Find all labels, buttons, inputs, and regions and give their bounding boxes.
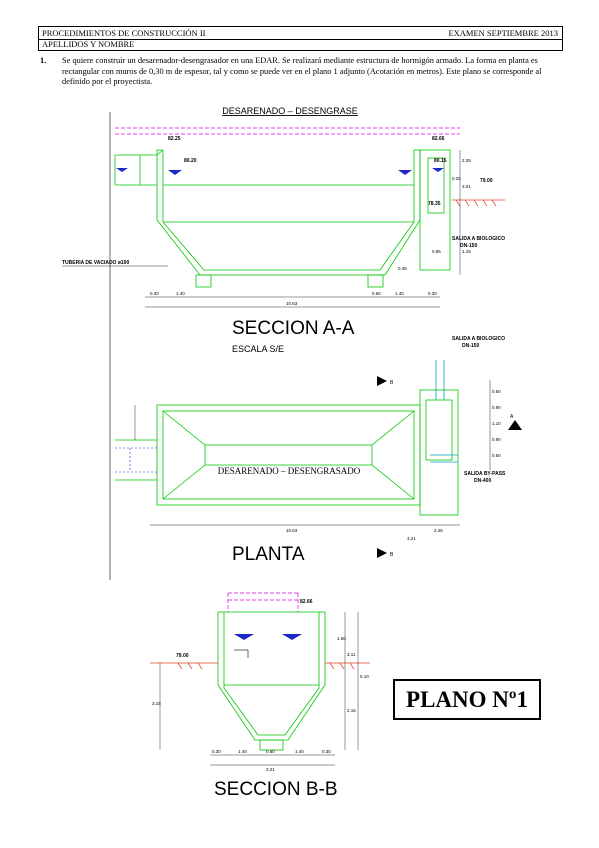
section-bb-levels: 82.66 79.00 <box>176 599 313 659</box>
svg-text:79.00: 79.00 <box>480 178 493 184</box>
svg-text:DN-150: DN-150 <box>462 343 479 349</box>
planta-inlet-channel <box>115 447 157 473</box>
section-bb-structure <box>217 611 326 751</box>
section-bb-water-symbols <box>234 634 302 640</box>
svg-text:0.30: 0.30 <box>212 749 221 754</box>
section-bb-title: SECCION B-B <box>214 779 338 800</box>
svg-text:0.30: 0.30 <box>322 749 331 754</box>
section-aa-magenta-top <box>115 127 460 135</box>
plano-label: PLANO Nº1 <box>393 679 541 720</box>
svg-text:A: A <box>510 414 514 420</box>
svg-text:2.25: 2.25 <box>462 158 471 163</box>
planta-dim-labels: 10.63 2.25 0.60 0.90 1.10 0.90 0.60 3.21 <box>286 389 501 541</box>
planta-structure <box>115 389 459 516</box>
svg-text:79.00: 79.00 <box>176 653 189 659</box>
svg-text:0.90: 0.90 <box>492 437 501 442</box>
svg-text:0.60: 0.60 <box>492 389 501 394</box>
exam-title: EXAMEN SEPTIEMBRE 2013 <box>448 28 558 38</box>
question-text: Se quiere construir un desarenador-desen… <box>62 56 542 86</box>
svg-text:1.60: 1.60 <box>337 636 346 641</box>
svg-text:3.11: 3.11 <box>347 652 356 657</box>
section-aa-ground-hatch <box>452 199 505 207</box>
svg-text:SALIDA BY-PASS: SALIDA BY-PASS <box>464 471 506 477</box>
svg-text:1.40: 1.40 <box>176 291 185 296</box>
svg-text:82.25: 82.25 <box>168 136 181 142</box>
header-row-name: APELLIDOS Y NOMBRE <box>38 38 563 51</box>
section-aa-water-symbols <box>116 168 444 175</box>
name-field-label: APELLIDOS Y NOMBRE <box>42 39 135 49</box>
svg-text:0.60: 0.60 <box>492 453 501 458</box>
svg-text:0.60: 0.60 <box>266 749 275 754</box>
svg-text:B: B <box>390 552 394 558</box>
question-number: 1. <box>40 56 47 65</box>
section-arrows <box>377 376 522 558</box>
svg-text:0.30: 0.30 <box>150 291 159 296</box>
section-aa-levels: 82.25 82.66 80.20 80.15 79.00 78.35 SALI… <box>62 136 505 266</box>
section-arrow-labels: B B A <box>390 380 514 558</box>
svg-text:3.01: 3.01 <box>462 184 471 189</box>
svg-text:82.66: 82.66 <box>432 136 445 142</box>
section-aa-dim-labels: 0.30 1.40 10.63 0.60 1.40 0.30 2.25 0.25… <box>150 158 471 306</box>
drawing-top-title: DESARENADO – DESENGRASE <box>222 106 358 116</box>
course-title: PROCEDIMIENTOS DE CONSTRUCCIÓN II <box>42 28 206 38</box>
svg-text:78.35: 78.35 <box>428 201 441 207</box>
svg-text:B: B <box>390 380 394 386</box>
planta-outlet-pipes <box>430 360 458 463</box>
svg-text:3.21: 3.21 <box>266 767 275 772</box>
svg-text:3.21: 3.21 <box>407 536 416 541</box>
svg-text:10.63: 10.63 <box>286 528 298 533</box>
section-bb-magenta-top <box>227 592 299 612</box>
svg-text:10.63: 10.63 <box>286 301 298 306</box>
planta-center-label: DESARENADO – DESENGRASADO <box>218 466 361 476</box>
planta-dims <box>134 380 491 526</box>
svg-text:0.30: 0.30 <box>428 291 437 296</box>
svg-text:0.25: 0.25 <box>452 176 461 181</box>
section-aa-structure <box>114 149 451 288</box>
svg-text:2.15: 2.15 <box>347 708 356 713</box>
section-bb-ground-hatch <box>150 662 370 670</box>
svg-text:0.45: 0.45 <box>398 266 407 271</box>
planta-labels: SALIDA A BIOLOGICO DN-150 SALIDA BY-PASS… <box>452 336 506 484</box>
section-aa-title: SECCION A-A <box>232 318 355 339</box>
section-bb-inlet <box>234 649 249 658</box>
svg-text:SALIDA A BIOLOGICO: SALIDA A BIOLOGICO <box>452 336 505 342</box>
planta-title: PLANTA <box>232 544 305 565</box>
svg-text:5.10: 5.10 <box>360 674 369 679</box>
svg-text:1.40: 1.40 <box>238 749 247 754</box>
svg-text:DN-400: DN-400 <box>474 478 491 484</box>
svg-text:DN-150: DN-150 <box>460 243 477 249</box>
svg-text:1.40: 1.40 <box>295 749 304 754</box>
section-aa-scale: ESCALA S/E <box>232 344 284 354</box>
svg-text:80.20: 80.20 <box>184 158 197 164</box>
section-bb-dim-labels: 0.30 1.40 0.60 1.40 0.30 3.21 1.60 3.11 … <box>152 636 369 772</box>
section-bb-dims <box>159 612 359 766</box>
svg-text:0.60: 0.60 <box>372 291 381 296</box>
svg-text:82.66: 82.66 <box>300 599 313 605</box>
svg-text:SALIDA A BIOLOGICO: SALIDA A BIOLOGICO <box>452 236 505 242</box>
section-aa-dims <box>145 150 461 308</box>
svg-text:2.25: 2.25 <box>434 528 443 533</box>
svg-text:1.40: 1.40 <box>395 291 404 296</box>
svg-text:0.95: 0.95 <box>432 249 441 254</box>
header-row-course: PROCEDIMIENTOS DE CONSTRUCCIÓN II EXAMEN… <box>38 26 563 40</box>
svg-text:0.90: 0.90 <box>492 405 501 410</box>
svg-text:1.15: 1.15 <box>462 249 471 254</box>
svg-text:TUBERIA DE VACIADO ø100: TUBERIA DE VACIADO ø100 <box>62 260 129 266</box>
svg-text:1.10: 1.10 <box>492 421 501 426</box>
svg-text:3.15: 3.15 <box>152 701 161 706</box>
svg-text:80.15: 80.15 <box>434 158 447 164</box>
